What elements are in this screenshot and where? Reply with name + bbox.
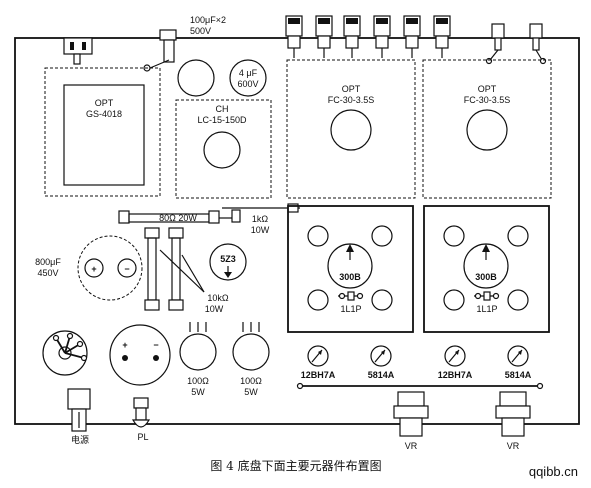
pilot-lamp: PL	[131, 397, 151, 442]
tube-5814a-1: 5814A	[368, 345, 395, 380]
cap-800uf-label-2: 450V	[37, 268, 58, 278]
socket-right-bracket	[474, 291, 500, 301]
opt-mid-core	[330, 109, 372, 151]
opt-left-label-1: OPT	[95, 98, 114, 108]
opt-mid-outline	[286, 59, 416, 199]
power-switch-label: 电源	[71, 434, 89, 445]
volume-control-1: VR	[393, 391, 429, 451]
terminal-1	[285, 15, 303, 58]
rca-jack-left	[485, 23, 505, 65]
choke-core	[203, 131, 241, 169]
cap-800uf-minus: −	[124, 264, 129, 274]
cap-top-label-1: 100μF×2	[190, 15, 226, 25]
cap-800uf	[77, 235, 143, 301]
ac-inlet	[63, 37, 93, 65]
cap-top-label-2: 500V	[190, 26, 211, 36]
resistor-10k-left	[144, 227, 160, 311]
pot-2-label: 100Ω	[240, 376, 262, 386]
pot-1-watts: 5W	[191, 387, 205, 397]
pot-2-watts: 5W	[244, 387, 258, 397]
tube-12bh7a-1: 12BH7A	[301, 345, 336, 380]
cap-800uf-plus-terminal	[84, 258, 104, 278]
watermark: qqibb.cn	[529, 464, 578, 479]
terminal-2	[315, 15, 333, 58]
rotary-switch	[42, 330, 88, 376]
cap-800uf-minus-terminal	[117, 258, 137, 278]
terminal-5	[403, 15, 421, 58]
volume-control-1-label: VR	[405, 441, 418, 451]
resistor-10k-pointer-2	[181, 254, 205, 293]
tube-300b-right-plate	[423, 205, 550, 333]
tube-5814a-1-label: 5814A	[368, 370, 395, 380]
resistor-10k-pointer-1	[159, 249, 205, 293]
resistor-1k-label-1: 1kΩ	[252, 214, 269, 224]
cap-4uf	[229, 59, 267, 97]
tube-5814a-2: 5814A	[505, 345, 532, 380]
opt-right-core	[466, 109, 508, 151]
socket-right-label: 1L1P	[476, 304, 497, 314]
resistor-80ohm-label: 80Ω 20W	[159, 213, 197, 223]
socket-left-label: 1L1P	[340, 304, 361, 314]
cap-bottom-minus: −	[153, 340, 158, 350]
resistor-80ohm: 80Ω 20W	[118, 209, 241, 224]
pot-2: 100Ω 5W	[232, 322, 270, 397]
volume-control-2-label: VR	[507, 441, 520, 451]
cap-800uf-plus: +	[91, 264, 96, 274]
choke-outline	[175, 99, 272, 199]
tube-5z3	[209, 243, 247, 281]
fuse-holder	[143, 29, 177, 72]
opt-mid-label-1: OPT	[342, 84, 361, 94]
tube-12bh7a-2-label: 12BH7A	[438, 370, 473, 380]
opt-right-label-1: OPT	[478, 84, 497, 94]
opt-left-outline	[44, 67, 161, 197]
figure-caption: 图 4 底盘下面主要元器件布置图	[210, 458, 381, 473]
pot-1-label: 100Ω	[187, 376, 209, 386]
opt-left-body	[63, 84, 145, 186]
filter-cap-round	[177, 59, 215, 97]
resistor-10k-label-2: 10W	[205, 304, 224, 314]
socket-left-bracket	[338, 291, 364, 301]
tube-12bh7a-2: 12BH7A	[438, 345, 473, 380]
cap-bottom-large	[109, 324, 171, 386]
pilot-lamp-label: PL	[137, 432, 148, 442]
resistor-10k-right	[168, 227, 184, 311]
terminal-4	[373, 15, 391, 58]
opt-right-outline	[422, 59, 552, 199]
tube-300b-left-label: 300B	[339, 272, 361, 282]
resistor-1k-label-2: 10W	[251, 225, 270, 235]
tube-5z3-label: 5Z3	[220, 254, 236, 264]
terminal-3	[343, 15, 361, 58]
tube-300b-right-label: 300B	[475, 272, 497, 282]
opt-mid-label-2: FC-30-3.5S	[328, 95, 375, 105]
choke-label-1: CH	[216, 104, 229, 114]
tube-5814a-2-label: 5814A	[505, 370, 532, 380]
cap-4uf-label-1: 4 μF	[239, 68, 258, 78]
tube-300b-left-plate	[287, 205, 414, 333]
rca-jack-right	[529, 23, 547, 65]
opt-left-label-2: GS-4018	[86, 109, 122, 119]
power-switch: 电源	[67, 388, 91, 445]
resistor-10k-label-1: 10kΩ	[207, 293, 229, 303]
speaker-terminals	[285, 15, 451, 58]
opt-right-label-2: FC-30-3.5S	[464, 95, 511, 105]
choke-label-2: LC-15-150D	[197, 115, 247, 125]
cap-4uf-label-2: 600V	[237, 79, 258, 89]
cap-800uf-label-1: 800μF	[35, 257, 61, 267]
terminal-6	[433, 15, 451, 58]
cap-bottom-plus: +	[122, 340, 127, 350]
volume-control-2: VR	[495, 391, 531, 451]
pot-1: 100Ω 5W	[179, 322, 217, 397]
tube-12bh7a-1-label: 12BH7A	[301, 370, 336, 380]
